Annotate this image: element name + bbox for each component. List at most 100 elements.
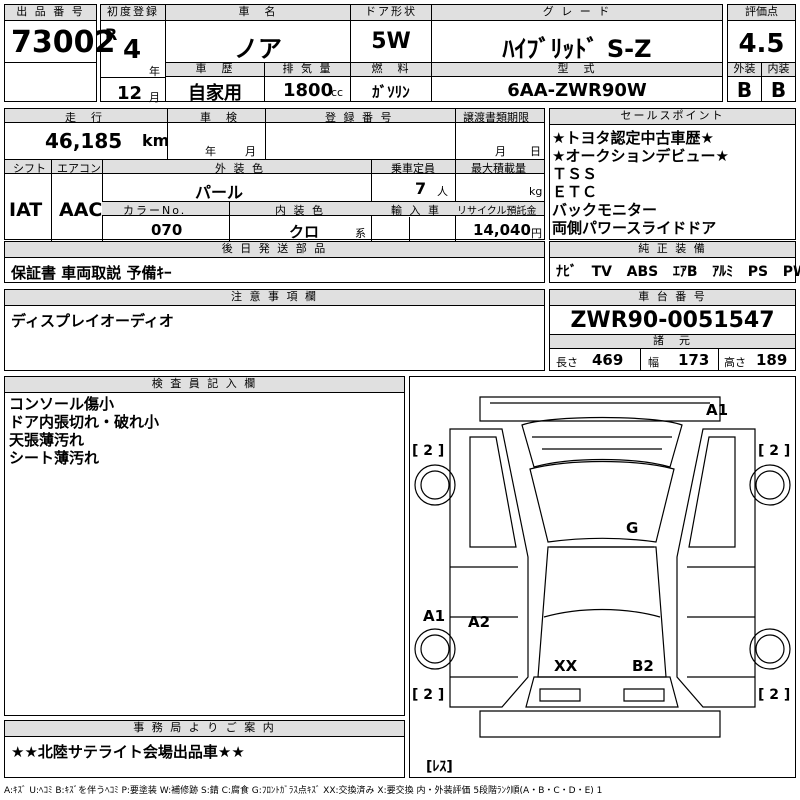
fuel-cell: 燃 料 ｶﾞｿﾘﾝ (350, 62, 432, 102)
score-value: 4.5 (738, 29, 785, 59)
chassis-number: ZWR90-0051547 (570, 308, 775, 333)
chassis-label: 車 台 番 号 (550, 290, 795, 306)
fuel-label: 燃 料 (351, 63, 431, 77)
mileage-label: 走 行 (65, 111, 104, 124)
car-name: ノア (234, 35, 282, 63)
door-value: 5W (371, 29, 411, 54)
model-label: 型 式 (432, 63, 722, 77)
lot-extra-cell (4, 62, 97, 102)
capacity-unit: 人 (437, 185, 448, 198)
color-number-label: カラーNo. (123, 204, 187, 217)
later-parts-label: 後 日 発 送 部 品 (5, 242, 544, 258)
displacement-value: 1800 (283, 80, 334, 101)
year-unit: 年 (149, 65, 160, 78)
chassis-cell: 車 台 番 号 ZWR90-0051547 諸 元 長さ 469 幅 173 高… (549, 289, 796, 371)
tire-rating: [ 2 ] (758, 687, 790, 703)
damage-mark: XX (554, 657, 578, 675)
inspector-note-line: コンソール傷小 (9, 395, 115, 413)
month-unit: 月 (149, 91, 160, 104)
import-label: 輸 入 車 (391, 204, 441, 217)
height-value: 189 (756, 351, 788, 369)
inspector-note-line: ドア内張切れ・破れ小 (9, 413, 160, 431)
recycle-unit: 円 (531, 227, 542, 240)
color-value: パール (195, 183, 244, 202)
office-notice-label: 事 務 局 よ り ご 案 内 (5, 721, 404, 737)
length-label: 長さ (556, 356, 578, 369)
score-cell: 評価点 4.5 (727, 4, 796, 63)
sales-point-line: バックモニター (552, 201, 658, 219)
inspection-label: 車 検 (200, 111, 239, 124)
spec-label: 諸 元 (550, 335, 795, 349)
recycle-label: リサイクル預託金 (457, 206, 537, 217)
equipment-item: ABS (626, 264, 659, 280)
ac-label: エアコン (57, 162, 101, 175)
interior-cell: 内装 B (761, 62, 796, 102)
later-parts-value: 保証書 車両取説 予備ｷｰ (11, 264, 172, 282)
first-registration-label: 初度登録 (101, 5, 165, 21)
legend-text: A:ｷｽﾞ U:ﾍｺﾐ B:ｷｽﾞを伴うﾍｺﾐ P:要塗装 W:補修跡 S:錆 … (4, 786, 603, 796)
inspector-note-line: 天張薄汚れ (9, 431, 85, 449)
recycle-value: 14,040 (473, 221, 531, 239)
door-label: ドア形状 (351, 5, 431, 21)
shift-value: IAT (9, 199, 43, 221)
office-notice-cell: 事 務 局 よ り ご 案 内 ★★北陸サテライト会場出品車★★ (4, 720, 405, 778)
inspector-note-line: シート薄汚れ (9, 449, 100, 467)
tire-rating: [ 2 ] (758, 443, 790, 459)
load-label: 最大積載量 (471, 162, 526, 175)
equipment-item: PW (782, 264, 800, 280)
sales-points-label: セールスポイント (550, 109, 795, 125)
history-label: 車 歴 (166, 63, 264, 77)
grade-label: グ レ ー ド (432, 5, 722, 21)
lot-number-label: 出 品 番 号 (5, 5, 96, 21)
lot-number-cell: 出 品 番 号 73002 (4, 4, 115, 63)
sales-point-line: ★オークションデビュー★ (552, 147, 729, 165)
load-unit: kg (529, 185, 543, 198)
later-parts-cell: 後 日 発 送 部 品 保証書 車両取説 予備ｷｰ (4, 241, 545, 283)
damage-mark: G (626, 519, 638, 537)
damage-mark: A2 (468, 613, 490, 631)
equipment-cell: 純 正 装 備 ﾅﾋﾞ TV ABS ｴｱB ｱﾙﾐ PS PW (549, 241, 800, 283)
sales-point-line: ★トヨタ認定中古車歴★ (552, 129, 714, 147)
door-cell: ドア形状 5W (350, 4, 432, 63)
tire-rating: [ 2 ] (412, 443, 444, 459)
damage-mark: A1 (706, 401, 728, 419)
equipment-item: ｴｱB (672, 264, 698, 280)
spare-tire-rating: [ﾚｽ] (426, 759, 453, 775)
regno-label: 登 録 番 号 (325, 111, 394, 124)
damage-diagram-cell: A1 G A1 A2 XX B2 [ 2 ] [ 2 ] [ 2 ] [ 2 ]… (409, 376, 796, 778)
tire-rating: [ 2 ] (412, 687, 444, 703)
equipment-item: ｱﾙﾐ (712, 264, 734, 280)
registration-year: 4 (123, 35, 142, 65)
sales-point-line: ＴＳＳ (552, 165, 598, 183)
sales-points-cell: セールスポイント ★トヨタ認定中古車歴★ ★オークションデビュー★ ＴＳＳ ＥＴ… (549, 108, 796, 240)
interior-label: 内装 (762, 63, 795, 77)
transfer-label: 譲渡書類期限 (463, 111, 529, 124)
width-value: 173 (678, 351, 710, 369)
inspector-notes-cell: 検 査 員 記 入 欄 コンソール傷小 ドア内張切れ・破れ小 天張薄汚れ シート… (4, 376, 405, 716)
inspector-notes-label: 検 査 員 記 入 欄 (5, 377, 404, 393)
damage-mark: B2 (632, 657, 654, 675)
interior-color-value: クロ (289, 223, 320, 241)
lot-number: 73002 (11, 25, 116, 60)
damage-mark: A1 (423, 607, 445, 625)
interior-color-unit: 系 (355, 227, 366, 240)
details-block: 走 行 車 検 登 録 番 号 譲渡書類期限 46,185 km 年 月 月 日… (4, 108, 545, 241)
mileage-value: 46,185 (45, 129, 123, 153)
displacement-unit: cc (331, 86, 344, 99)
capacity-value: 7 (415, 179, 427, 198)
transfer-day-unit: 日 (530, 145, 541, 158)
exterior-label: 外装 (728, 63, 761, 77)
model-value: 6AA-ZWR90W (507, 80, 647, 101)
grade-value: ﾊｲﾌﾞﾘｯﾄﾞ S-Z (502, 35, 652, 63)
exterior-value: B (736, 78, 753, 102)
sales-point-line: ＥＴＣ (552, 183, 598, 201)
displacement-cell: 排 気 量 1800 cc (264, 62, 351, 102)
score-label: 評価点 (728, 5, 795, 21)
shift-label: シフト (13, 162, 46, 175)
office-notice-text: ★★北陸サテライト会場出品車★★ (11, 743, 245, 761)
transfer-month-unit: 月 (495, 145, 506, 158)
grade-cell: グ レ ー ド ﾊｲﾌﾞﾘｯﾄﾞ S-Z (431, 4, 723, 63)
caution-text: ディスプレイオーディオ (11, 312, 174, 330)
first-registration-cell: 初度登録 R 4 年 12 月 (100, 4, 166, 104)
inspection-month-unit: 月 (245, 145, 256, 158)
